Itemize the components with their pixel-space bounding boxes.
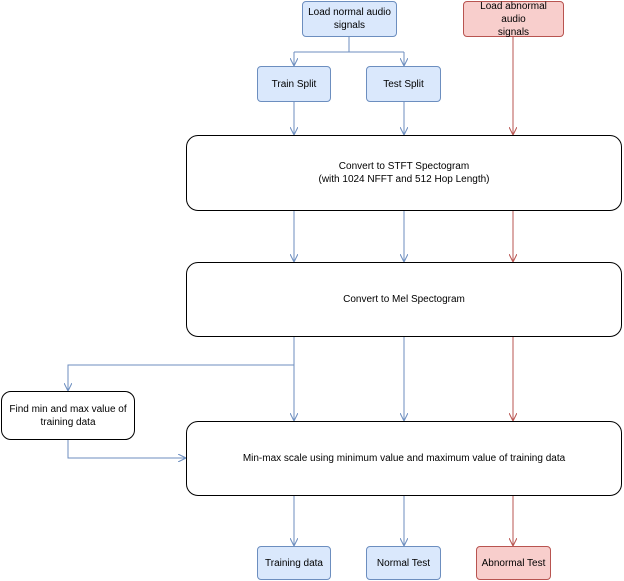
min-max-scale-node: Min-max scale using minimum value and ma… [186,421,622,496]
load-abnormal-node: Load abnormal audio signals [463,1,564,38]
edge-mel-to-find [68,337,295,391]
load-normal-node: Load normal audio signals [302,1,397,37]
edge-load-normal-split [294,37,404,53]
abnormal-test-node: Abnormal Test [476,546,551,580]
normal-test-node: Normal Test [366,546,441,580]
stft-node: Convert to STFT Spectogram (with 1024 NF… [186,135,622,211]
test-split-node: Test Split [366,66,441,102]
training-data-node: Training data [257,546,331,580]
mel-node: Convert to Mel Spectogram [186,262,622,337]
train-split-node: Train Split [257,66,331,102]
edge-find-to-scale [67,440,186,458]
find-min-max-node: Find min and max value of training data [1,391,135,440]
